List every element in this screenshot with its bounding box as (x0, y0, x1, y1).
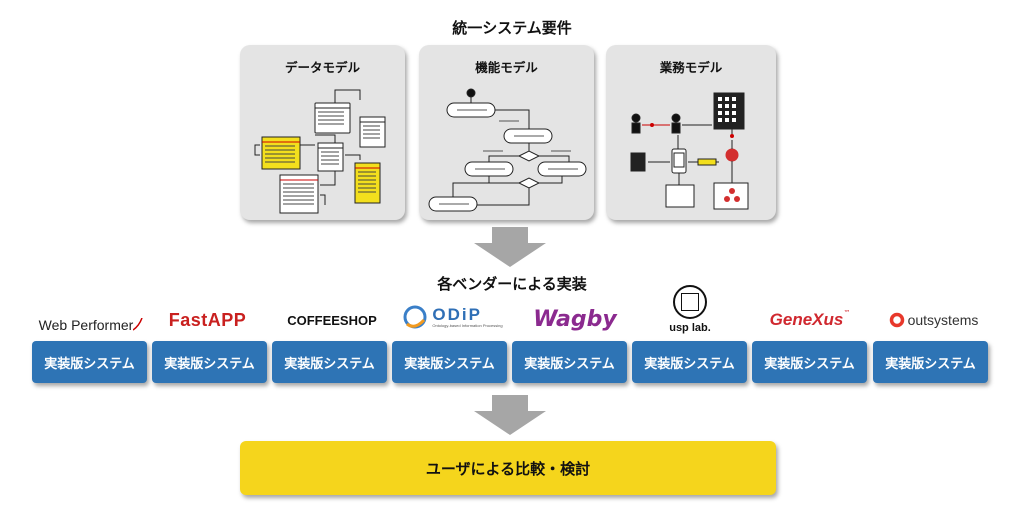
user-comparison-box: ユーザによる比較・検討 (240, 441, 776, 495)
usp-lab-logo-text: usp lab. (669, 321, 711, 334)
function-model-diagram (428, 88, 587, 212)
outsystems-ring-icon (889, 312, 904, 328)
impl-system-button-wagby[interactable]: 実装版システム (512, 341, 627, 383)
impl-system-button-web-performer[interactable]: 実装版システム (32, 341, 147, 383)
usp-lab-logo: usp lab. (650, 280, 730, 338)
coffeeshop-logo: COFFEESHOP (282, 305, 382, 335)
data-model-title: データモデル (284, 60, 360, 75)
fastapp-logo: FastAPP (160, 305, 255, 335)
swoosh-icon (133, 318, 144, 331)
outsystems-logo: outsystems (876, 305, 991, 335)
wagby-logo: Wagby (530, 302, 620, 336)
down-arrow-icon (474, 395, 546, 435)
genexus-logo-text: GeneXus (769, 310, 844, 329)
coffeeshop-logo-text: COFFEESHOP (287, 312, 377, 328)
function-model-panel: 機能モデル (419, 45, 594, 220)
data-model-diagram (254, 89, 386, 214)
odip-logo-text: ODiP (432, 304, 482, 324)
odip-swirl-icon (403, 305, 427, 329)
business-model-diagram (630, 92, 749, 210)
usp-seal-icon (673, 284, 707, 319)
wagby-logo-text: Wagby (533, 306, 617, 332)
impl-system-button-outsystems[interactable]: 実装版システム (873, 341, 988, 383)
genexus-logo: GeneXus ™ (760, 305, 860, 335)
requirements-title: 統一システム要件 (452, 19, 572, 37)
odip-logo-subtext: Ontology-based Information Processing (432, 322, 503, 328)
implementation-title: 各ベンダーによる実装 (437, 275, 587, 293)
web-performer-logo-text: Web Performer (38, 317, 134, 333)
web-performer-logo: Web Performer (32, 310, 150, 340)
impl-system-button-coffeeshop[interactable]: 実装版システム (272, 341, 387, 383)
impl-system-button-genexus[interactable]: 実装版システム (752, 341, 867, 383)
impl-system-button-fastapp[interactable]: 実装版システム (152, 341, 267, 383)
function-model-title: 機能モデル (475, 60, 538, 75)
genexus-tm: ™ (843, 309, 851, 317)
down-arrow-icon (474, 227, 546, 267)
odip-logo: ODiP Ontology-based Information Processi… (400, 300, 505, 334)
outsystems-logo-text: outsystems (907, 312, 979, 328)
business-model-title: 業務モデル (659, 60, 723, 75)
impl-system-button-usp-lab[interactable]: 実装版システム (632, 341, 747, 383)
data-model-panel: データモデル (240, 45, 405, 220)
business-model-panel: 業務モデル (606, 45, 776, 220)
impl-system-button-odip[interactable]: 実装版システム (392, 341, 507, 383)
fastapp-logo-text: FastAPP (168, 309, 247, 330)
